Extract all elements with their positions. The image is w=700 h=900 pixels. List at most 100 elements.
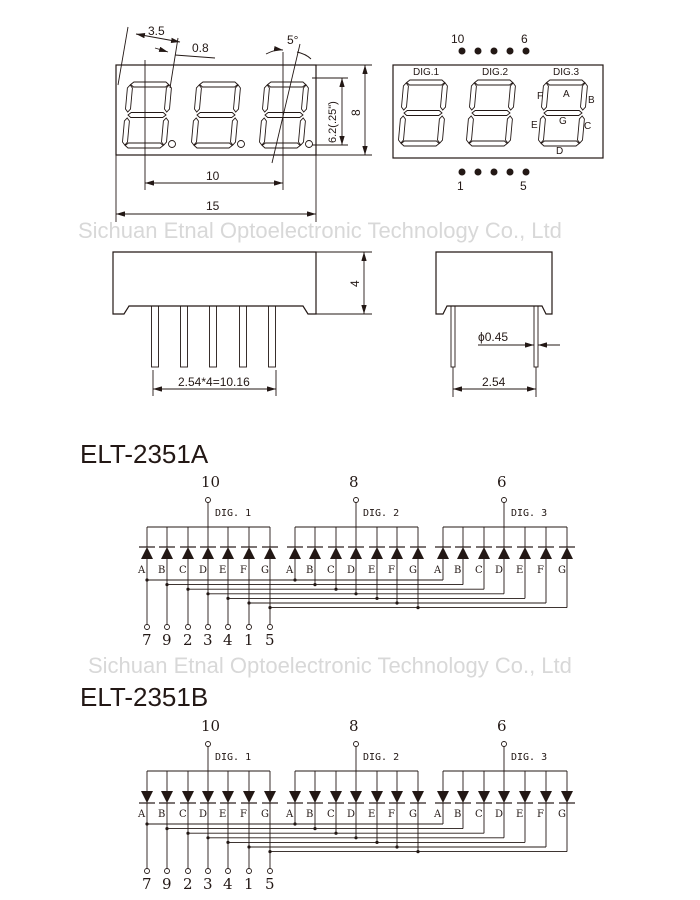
segment-pin-label: 3 [203,631,213,649]
segment [161,117,169,146]
front-view: 3.5 0.8 5° 10 15 6.2(.25") 8 [115,24,372,222]
segment [125,84,133,113]
segment [538,115,546,144]
segment [196,112,236,118]
pin-label-6: 6 [521,32,528,46]
segment-letter: C [179,565,187,576]
segment [298,117,306,146]
seven-segment-digit [122,81,176,149]
segment [440,82,448,111]
diode-triangle [161,791,173,803]
segment [164,84,172,113]
dim-extension [117,26,129,86]
segment-pin-terminal [144,624,150,630]
diode-triangle [350,791,362,803]
side-body-outline [112,251,317,315]
seven-segment-digit [259,81,313,149]
diode-triangle [519,547,531,559]
segment-pin-terminal [185,868,191,874]
diode-triangle [309,791,321,803]
diode-triangle [330,791,342,803]
segment [466,115,474,144]
segment-pin-terminal [246,868,252,874]
segment-letter: E [516,809,523,820]
segment-letter: F [388,809,395,820]
segment-letter: G [558,809,566,820]
diode-triangle [498,791,510,803]
segment [264,112,304,118]
segment [398,115,406,144]
diode-triangle [243,547,255,559]
dim-line-3.5 [135,32,181,44]
segment-pin-label: 9 [162,875,172,893]
schematic-title: ELT-2351B [80,682,208,712]
pin-label-1: 1 [457,179,464,193]
segment-label-g: G [559,116,567,127]
segment [259,117,267,146]
segment [124,142,164,149]
diode-triangle [289,547,301,559]
segment [505,115,513,144]
segment-pin-label: 1 [244,875,254,893]
digit-label: DIG. 3 [511,752,547,763]
diode-triangle [243,791,255,803]
segment-letter: B [306,565,313,576]
side-pins [151,305,276,368]
segment-letter: A [433,809,442,820]
diode-triangle [498,547,510,559]
diode-triangle [437,547,449,559]
end-view: 2.54 ϕ0.45 [435,251,560,397]
pin-dot [522,47,530,55]
segment-letter: D [495,809,503,820]
slant-line [271,43,301,164]
segment [540,140,580,147]
segment [473,79,514,86]
dim-extension [169,37,179,89]
common-pin-label: 8 [349,717,359,735]
diode-triangle [437,791,449,803]
segment [403,110,443,116]
segment-letter: G [558,565,566,576]
diode-triangle [391,791,403,803]
segment-letter: A [137,565,146,576]
pin-dot [458,168,466,176]
pin-label-10: 10 [451,32,465,46]
diode-triangle [457,547,469,559]
common-pin-label: 6 [497,473,507,491]
diode-triangle [202,791,214,803]
dim-label-pin-pitch: 2.54 [482,375,506,389]
pin-dot [506,47,514,55]
watermark-top: Sichuan Etnal Optoelectronic Technology … [78,218,562,243]
segment-pin-label: 4 [223,631,233,649]
segment-letter: C [327,565,335,576]
segment-letter: E [368,809,375,820]
segment-letter: C [327,809,335,820]
segment-letter: B [454,809,461,820]
segment-letter: D [495,565,503,576]
diode-triangle [330,547,342,559]
segment-letter: G [409,809,417,820]
watermark-middle: Sichuan Etnal Optoelectronic Technology … [88,653,572,678]
segment-letter: B [306,809,313,820]
segment-letter: A [285,565,294,576]
segment-pin-terminal [144,868,150,874]
segment [577,115,585,144]
common-pin-terminal [205,741,211,747]
diode-triangle [371,791,383,803]
seven-segment-digit [466,79,516,147]
segment-letter: E [219,565,226,576]
segment [193,142,233,149]
side-pin [151,305,159,368]
diode-triangle [141,547,153,559]
common-pin-terminal [353,497,359,503]
segment-letter: E [368,565,375,576]
segment-pin-label: 4 [223,875,233,893]
pin-dots [458,47,530,176]
pin-dot [522,168,530,176]
digit-label-2: DIG.2 [482,67,509,78]
side-pin [209,305,217,368]
digit-label: DIG. 1 [215,508,251,519]
diode-triangle [412,791,424,803]
segment-pin-terminal [246,624,252,630]
